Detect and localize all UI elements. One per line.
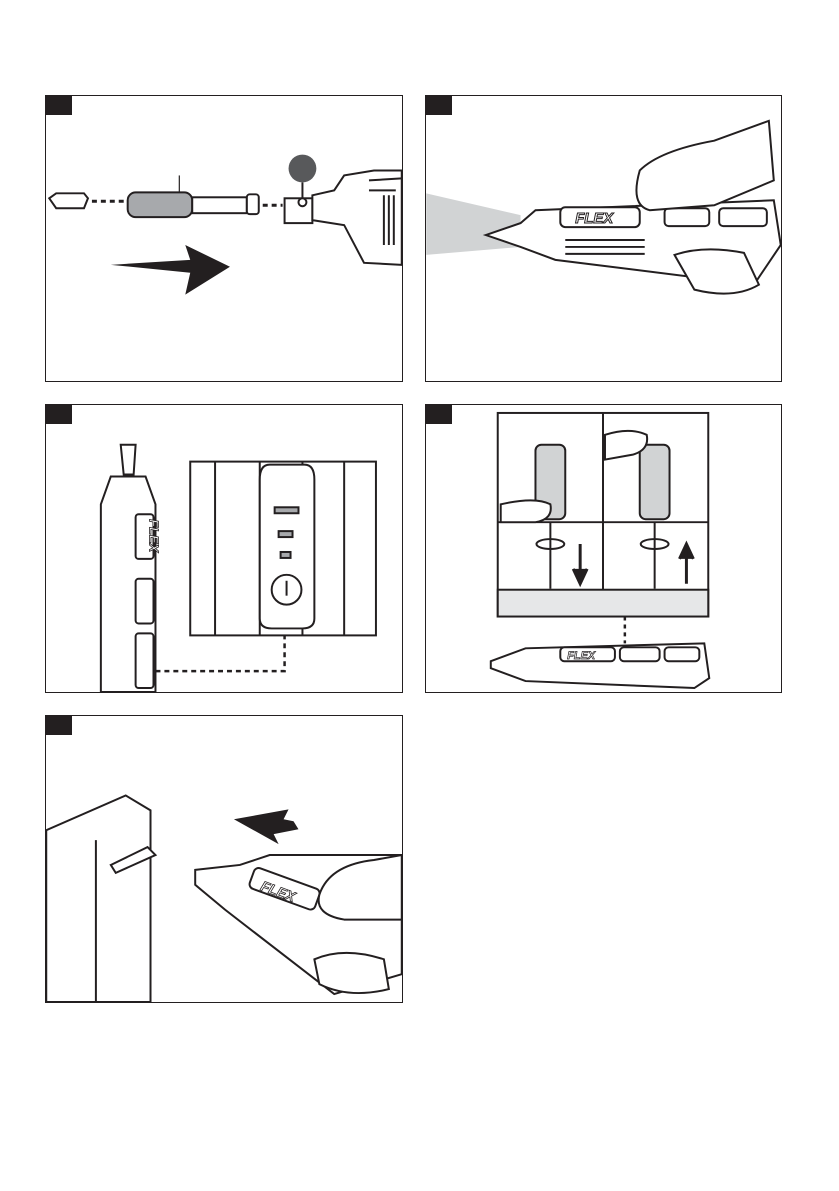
bit-holder-illustration <box>47 154 402 295</box>
figure-panel-4: FLEX <box>425 404 782 693</box>
arrow-down-icon <box>571 544 589 588</box>
arrow-up-icon <box>678 540 695 584</box>
direction-switch-illustration: FLEX <box>489 411 711 690</box>
flex-logo: FLEX <box>567 650 596 662</box>
driving-screw-illustration: FLEX <box>46 794 402 1002</box>
figure-number-tag <box>426 405 452 424</box>
figure-number-tag <box>46 716 72 735</box>
arrow-left-icon <box>233 809 299 845</box>
work-light-illustration: FLEX <box>426 119 781 295</box>
figure-panel-1 <box>45 95 403 382</box>
figure-number-tag <box>46 96 72 115</box>
figure-number-tag <box>46 405 72 424</box>
figure-panel-3: FLEX <box>45 404 403 693</box>
arrow-right-icon <box>110 244 230 295</box>
battery-indicator-illustration: FLEX <box>99 443 377 692</box>
flex-logo: FLEX <box>147 519 162 553</box>
figure-panel-2: FLEX <box>425 95 782 382</box>
figure-number-tag <box>426 96 452 115</box>
figure-panel-5: FLEX <box>45 715 403 1003</box>
flex-logo: FLEX <box>575 211 614 227</box>
